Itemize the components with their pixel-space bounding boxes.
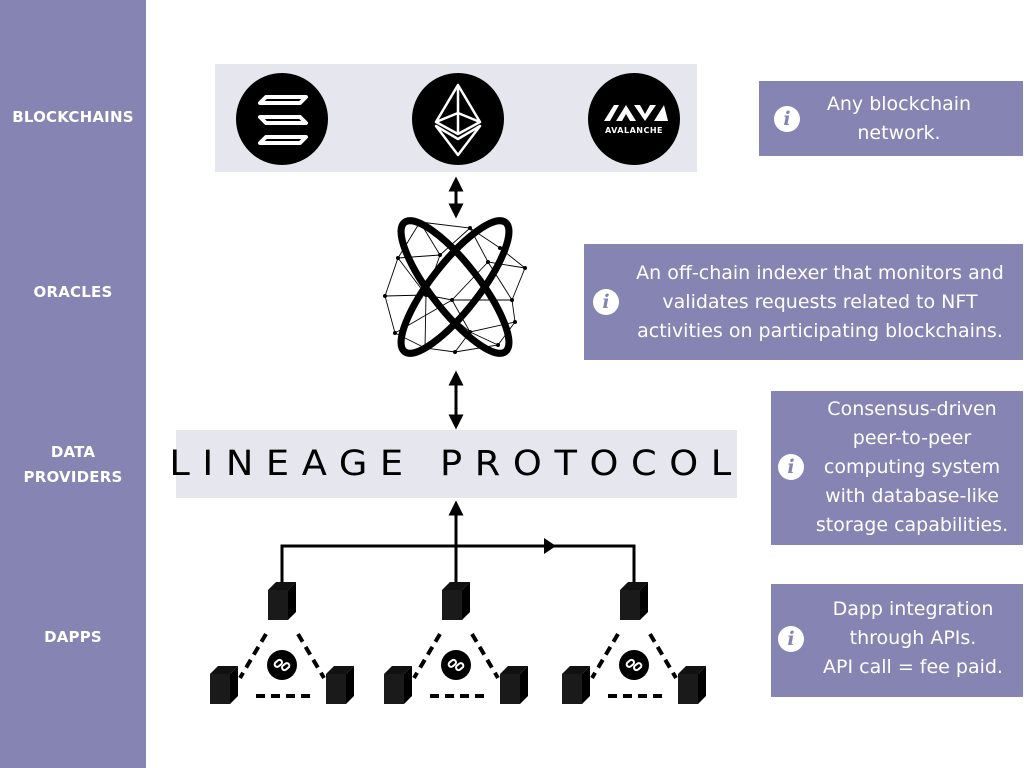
info-text-dapps: Dapp integration through APIs. API call … xyxy=(823,598,1003,678)
dapp-connectors xyxy=(280,500,636,592)
info-icon: i xyxy=(778,626,804,652)
dapp-cluster-1 xyxy=(210,582,354,704)
avalanche-wordmark: AVALANCHE xyxy=(605,126,663,135)
dapp-cluster-2 xyxy=(384,582,528,704)
info-text-blockchains: Any blockchain network. xyxy=(826,93,972,144)
ethereum-icon xyxy=(412,73,504,165)
info-icon: i xyxy=(774,106,800,132)
solana-icon xyxy=(236,73,328,165)
info-icon: i xyxy=(778,454,804,480)
info-box-blockchains: i Any blockchain network. xyxy=(759,81,1023,156)
layer-label-blockchains: BLOCKCHAINS xyxy=(12,108,134,126)
lineage-protocol-title: LINEAGE PROTOCOL xyxy=(169,444,744,484)
info-box-data-providers: i Consensus-driven peer-to-peer computin… xyxy=(771,391,1023,545)
dapp-cluster-3 xyxy=(562,582,706,704)
layer-label-data-providers: DATA PROVIDERS xyxy=(23,443,123,486)
flow-arrowhead xyxy=(544,538,556,554)
layer-label-oracles: ORACLES xyxy=(33,283,113,301)
layer-sidebar: BLOCKCHAINS ORACLES DATA PROVIDERS DAPPS xyxy=(0,0,146,768)
info-box-oracles: i An off-chain indexer that monitors and… xyxy=(584,244,1023,360)
info-box-dapps: i Dapp integration through APIs. API cal… xyxy=(771,584,1023,697)
info-text-data-providers: Consensus-driven peer-to-peer computing … xyxy=(815,398,1009,536)
avalanche-icon: AVALANCHE xyxy=(588,73,680,165)
info-icon: i xyxy=(593,289,619,315)
info-text-oracles: An off-chain indexer that monitors and v… xyxy=(636,262,1004,342)
blockchains-panel: AVALANCHE xyxy=(215,64,697,172)
layer-label-dapps: DAPPS xyxy=(44,628,102,646)
oracle-network-icon xyxy=(383,217,527,357)
lineage-protocol-panel: LINEAGE PROTOCOL xyxy=(169,430,737,498)
